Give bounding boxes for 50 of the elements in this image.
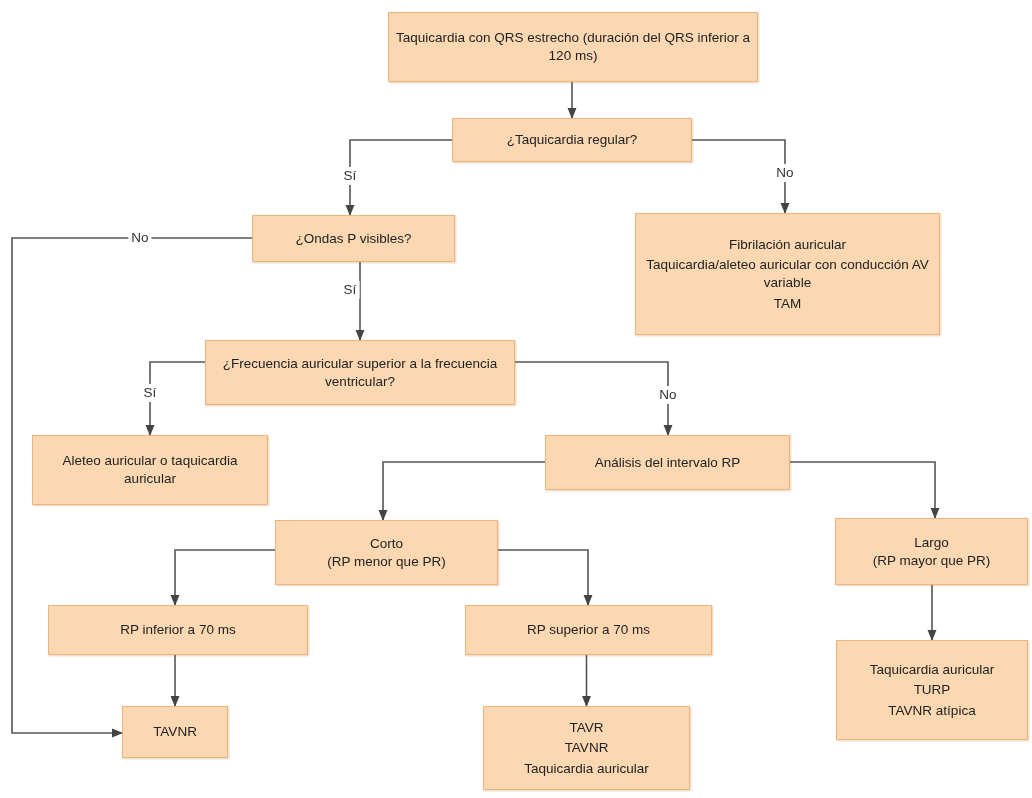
arrow [789, 461, 940, 520]
arrow [378, 461, 546, 522]
process-box [252, 215, 455, 262]
box-text: TAVNR atípica [888, 701, 976, 720]
process-box [452, 118, 692, 162]
box-text: ¿Taquicardia regular? [506, 131, 638, 149]
box-text: RP inferior a 70 ms [120, 621, 236, 639]
box-text: TAVR [569, 718, 604, 737]
box-text: Taquicardia auricular [524, 759, 649, 778]
box-text: ¿Frecuencia auricular superior a la frecuencia ventricular? [221, 354, 499, 391]
process-box [835, 518, 1028, 585]
box-text: TURP [913, 681, 951, 699]
arrow [355, 261, 365, 342]
arrow [145, 361, 206, 437]
arrow [11, 237, 253, 738]
process-box [122, 706, 228, 758]
arrow [927, 584, 937, 642]
arrow [170, 549, 276, 607]
box-text: ¿Ondas P visibles? [295, 229, 412, 248]
box-text: TAVNR [153, 723, 197, 741]
arrow [170, 654, 180, 708]
process-box [483, 706, 690, 790]
process-box [275, 520, 498, 585]
process-box [836, 640, 1028, 740]
box-text: (RP menor que PR) [327, 552, 446, 571]
box-text: Largo [914, 533, 949, 552]
arrow [582, 654, 591, 708]
process-box [32, 435, 268, 505]
box-text: RP superior a 70 ms [527, 621, 650, 639]
process-box [48, 605, 308, 655]
arrow [497, 549, 593, 607]
arrow [567, 81, 577, 120]
process-box [388, 12, 758, 82]
box-text: (RP mayor que PR) [872, 551, 991, 570]
process-box [205, 340, 515, 405]
arrow [345, 139, 453, 217]
box-text: Taquicardia auricular [869, 660, 995, 679]
box-text: Análisis del intervalo RP [594, 453, 741, 472]
box-text: TAVNR [564, 739, 609, 757]
box-text: Taquicardia con QRS estrecho (duración del QRS inferior a 120 ms) [395, 29, 751, 65]
box-text: Aleteo auricular o taquicardia auricular [61, 452, 239, 488]
process-box [545, 435, 790, 490]
arrow [691, 139, 790, 215]
box-text: Fibrilación auricular [728, 235, 846, 254]
process-box [635, 213, 940, 335]
process-box [465, 605, 712, 655]
box-text: Taquicardia/aleteo auricular con conducción AV variable [645, 256, 930, 292]
box-text: Corto [370, 534, 403, 553]
box-text: TAM [773, 294, 802, 313]
arrow [514, 361, 673, 437]
